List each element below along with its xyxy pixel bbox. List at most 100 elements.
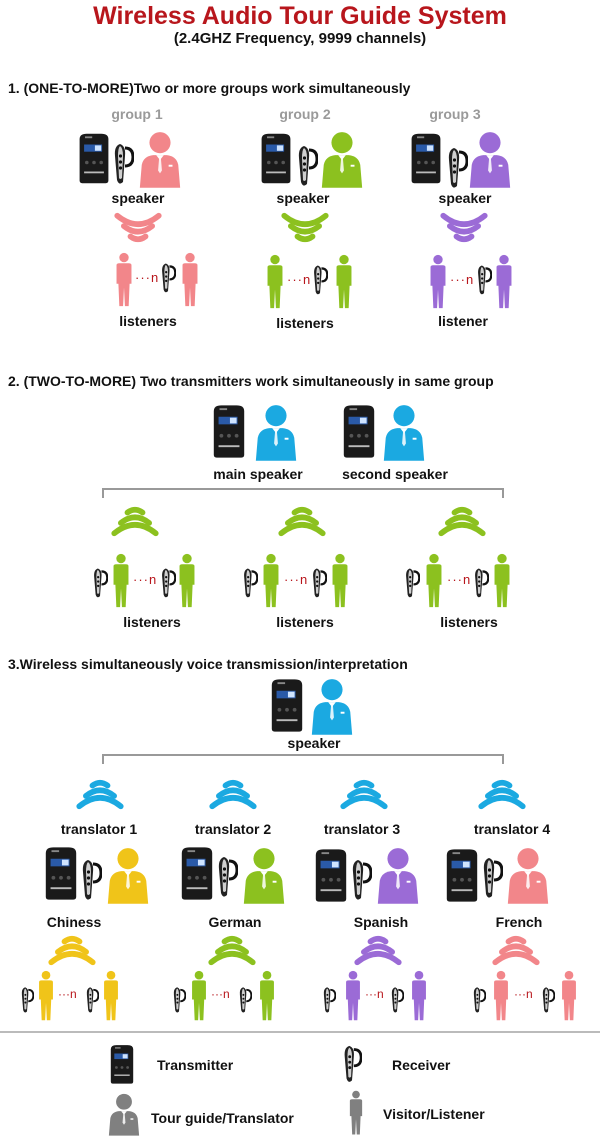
- listener-person-icon: [180, 252, 200, 308]
- listeners-label: listeners: [119, 313, 177, 329]
- listener-person-icon: [428, 254, 448, 310]
- listener-person-icon: [114, 252, 134, 308]
- section1-heading: 1. (ONE-TO-MORE)Two or more groups work …: [8, 80, 411, 96]
- receiver-icon: [242, 567, 258, 599]
- group3-label: group 3: [429, 106, 481, 122]
- n-connector: ···n: [514, 987, 533, 1001]
- guide-icon: [104, 846, 152, 904]
- receiver-icon: [481, 856, 503, 900]
- receiver-icon: [541, 985, 555, 1015]
- n-connector: ···n: [284, 572, 309, 587]
- receiver-icon: [296, 144, 318, 188]
- receiver-icon: [322, 985, 336, 1015]
- section2-heading: 2. (TWO-TO-MORE) Two transmitters work s…: [8, 373, 494, 389]
- legend-transmitter: Transmitter: [157, 1057, 234, 1073]
- guide-icon: [136, 130, 184, 188]
- guide-icon: [318, 130, 366, 188]
- branch-bracket: [102, 488, 504, 498]
- n-connector: ···n: [211, 987, 230, 1001]
- legend-receiver: Receiver: [392, 1057, 451, 1073]
- listener-person-icon: [256, 970, 278, 1022]
- transmitter-icon: [210, 403, 248, 459]
- group1-label: group 1: [111, 106, 163, 122]
- guide-icon: [504, 846, 552, 904]
- listener-person-icon: [342, 970, 364, 1022]
- n-connector: ···n: [135, 270, 160, 285]
- listeners-label: listeners: [276, 315, 334, 331]
- guide-icon: [466, 130, 514, 188]
- receiver-icon: [172, 985, 186, 1015]
- page-title: Wireless Audio Tour Guide System: [93, 2, 507, 30]
- receiver-icon: [80, 858, 102, 902]
- listener-person-icon: [110, 553, 132, 609]
- transmitter-icon: [268, 677, 306, 733]
- guide-icon: [380, 403, 428, 461]
- guide-icon: [240, 846, 288, 904]
- language-french-label: French: [495, 914, 543, 930]
- listener-person-icon: [260, 553, 282, 609]
- guide-legend-icon: [106, 1092, 142, 1136]
- transmitter-icon: [340, 403, 378, 459]
- speaker-label: speaker: [276, 190, 330, 206]
- receiver-icon: [472, 985, 486, 1015]
- listener-person-icon: [176, 553, 198, 609]
- translator4-label: translator 4: [473, 821, 551, 837]
- transmitter-icon: [178, 845, 216, 901]
- signal-waves-icon: [432, 505, 492, 539]
- n-connector: ···n: [365, 987, 384, 1001]
- listener-person-icon: [408, 970, 430, 1022]
- listeners-label: listeners: [123, 614, 181, 630]
- receiver-icon: [160, 567, 176, 599]
- receiver-icon: [312, 264, 328, 296]
- receiver-icon: [311, 567, 327, 599]
- receiver-icon: [390, 985, 404, 1015]
- listener-person-icon: [265, 254, 285, 310]
- group2-label: group 2: [279, 106, 331, 122]
- transmitter-icon: [312, 847, 350, 903]
- guide-icon: [308, 677, 356, 735]
- receiver-icon: [473, 567, 489, 599]
- signal-waves-icon: [334, 778, 394, 812]
- transmitter-icon: [258, 131, 294, 185]
- listener-person-icon: [35, 970, 57, 1022]
- listener-person-icon: [423, 553, 445, 609]
- receiver-icon: [92, 567, 108, 599]
- listeners-label: listeners: [276, 614, 334, 630]
- signal-waves-icon: [272, 505, 332, 539]
- page-subtitle: (2.4GHZ Frequency, 9999 channels): [173, 30, 427, 47]
- n-connector: ···n: [133, 572, 158, 587]
- receiver-icon: [216, 855, 238, 899]
- receiver-icon: [350, 858, 372, 902]
- signal-waves-icon: [275, 210, 335, 244]
- signal-waves-icon: [70, 778, 130, 812]
- branch-bracket: [102, 754, 504, 764]
- listener-person-icon: [490, 970, 512, 1022]
- signal-waves-icon: [108, 210, 168, 244]
- translator2-label: translator 2: [194, 821, 272, 837]
- n-connector: ···n: [447, 572, 472, 587]
- signal-waves-icon: [348, 934, 408, 968]
- receiver-icon: [20, 985, 34, 1015]
- n-connector: ···n: [58, 987, 77, 1001]
- section3-heading: 3.Wireless simultaneously voice transmis…: [8, 656, 408, 672]
- speaker-label: speaker: [111, 190, 165, 206]
- language-german-label: German: [208, 914, 262, 930]
- listener-person-icon: [558, 970, 580, 1022]
- language-spanish-label: Spanish: [353, 914, 409, 930]
- n-connector: ···n: [450, 272, 475, 287]
- speaker-label: speaker: [438, 190, 492, 206]
- language-chinese-label: Chiness: [46, 914, 102, 930]
- listener-person-icon: [494, 254, 514, 310]
- transmitter-icon: [443, 847, 481, 903]
- transmitter-icon: [42, 845, 80, 901]
- second-speaker-label: second speaker: [342, 466, 448, 482]
- receiver-legend-icon: [342, 1044, 362, 1084]
- transmitter-icon: [76, 131, 112, 185]
- n-connector: ···n: [287, 272, 312, 287]
- signal-waves-icon: [486, 934, 546, 968]
- signal-waves-icon: [434, 210, 494, 244]
- transmitter-legend-icon: [108, 1043, 136, 1085]
- listeners-label: listener: [438, 313, 488, 329]
- translator1-label: translator 1: [60, 821, 138, 837]
- visitor-legend-icon: [348, 1090, 364, 1136]
